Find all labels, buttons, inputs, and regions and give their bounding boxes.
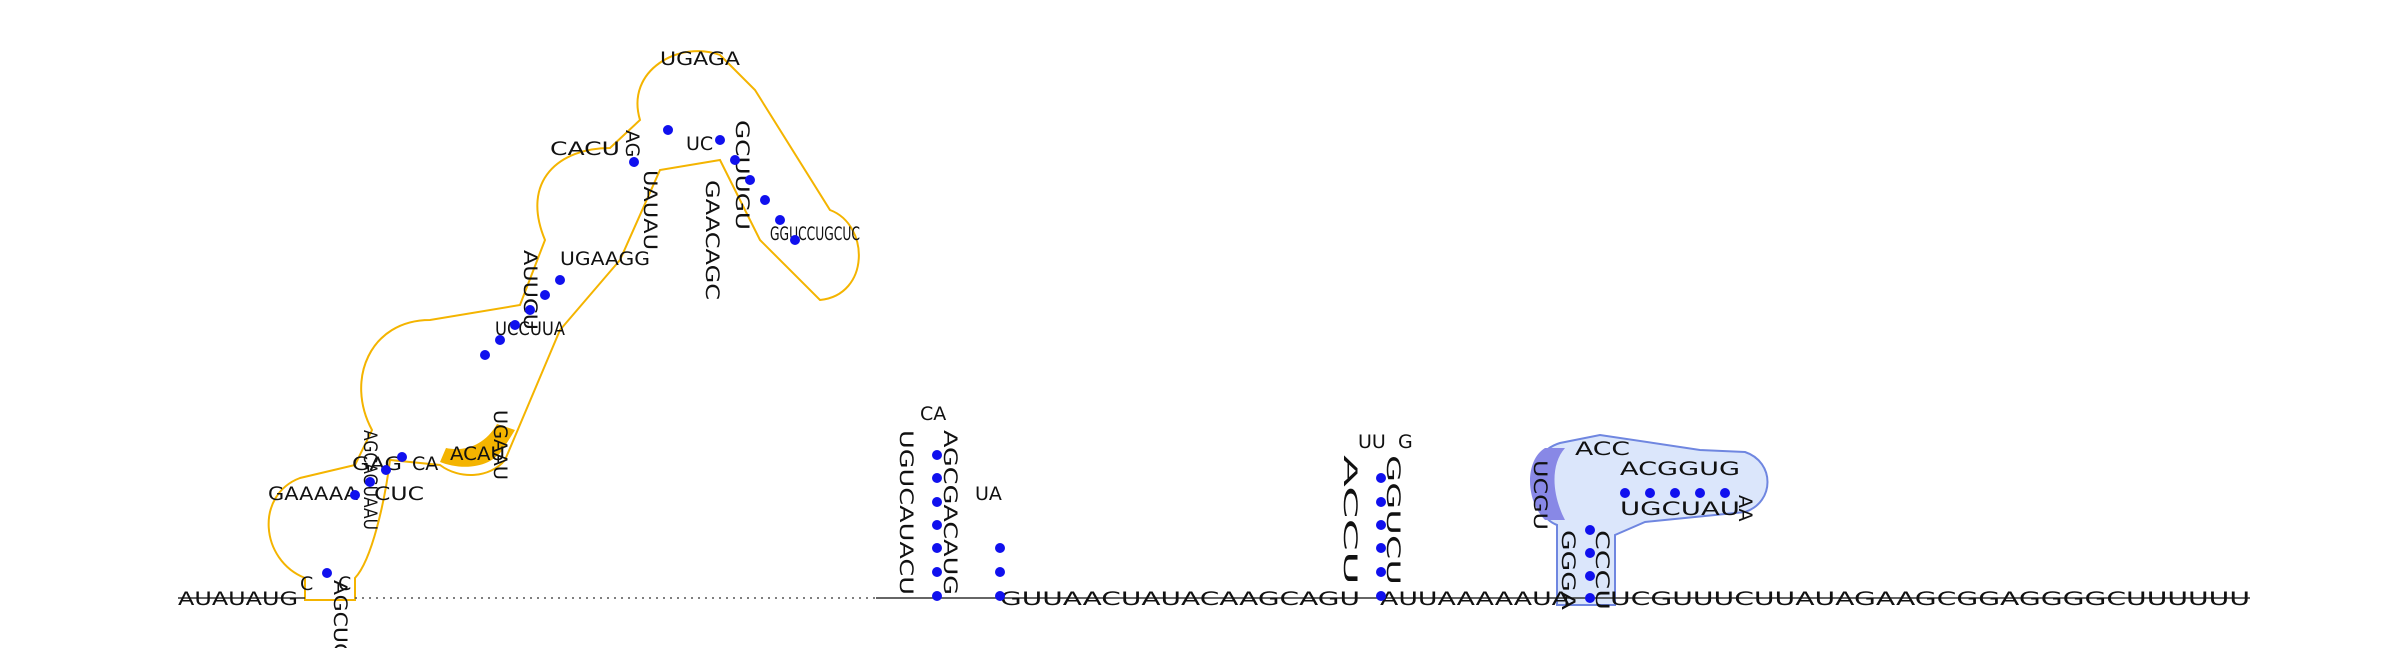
hairpin-2-loop: UU	[1358, 431, 1386, 453]
yellow-stem-h-left: GAACAGC	[701, 180, 723, 300]
hairpin-2-loop-end: G	[1398, 431, 1413, 453]
yellow-helix-b-right: CUC	[374, 483, 424, 505]
yellow-domain-outline	[267, 50, 860, 601]
yellow-stem-f-right: UC	[686, 133, 713, 155]
hairpin-2: ACCU GGUCU UU G	[1339, 431, 1413, 601]
yellow-stem-h-right: GCUUGU	[731, 120, 753, 230]
hairpin-1-loop: CA	[920, 403, 946, 425]
yellow-stem-f-left: AG	[621, 130, 643, 157]
yellow-domain	[267, 50, 860, 601]
blue-stem-left: GGGA	[1557, 530, 1579, 610]
yellow-loop-g: UGAGA	[660, 48, 740, 70]
hairpin-1-loop-2: UA	[975, 483, 1002, 505]
linker-1: GUUAACUAUACAAGCAGU	[1000, 588, 1360, 610]
yellow-stem-base-left: C	[300, 573, 313, 595]
blue-violet-highlight: UCGU	[1529, 460, 1551, 530]
yellow-loop-i: GGUCCUGCUC	[770, 223, 860, 245]
yellow-stem-d-right: UGAAGG	[560, 248, 650, 270]
hairpin-1: UGUCAUACU AGCGACAUG CA UA	[895, 403, 1005, 601]
blue-hairpin-bottom: UGCUAU	[1620, 498, 1740, 520]
hairpin-2-right-arm: GGUCU	[1382, 455, 1404, 585]
hairpin-1-base-pairs	[932, 450, 1005, 601]
linker-2: AUUAAAAAUA	[1380, 588, 1570, 610]
blue-domain-labels: GGGA CCCU UCGU ACC ACGGUG UGCUAU AA	[1529, 438, 1756, 610]
yellow-stem-base-right: C	[338, 573, 351, 595]
blue-domain-base-pairs	[1585, 488, 1730, 603]
blue-loop-top: ACC	[1575, 438, 1630, 460]
yellow-bulge-left-run: CA	[412, 453, 438, 475]
hairpin-1-right-arm: AGCGACAUG	[939, 430, 961, 595]
violet-highlight-arc	[1530, 448, 1565, 520]
hairpin-2-base-pairs	[1376, 473, 1386, 601]
hairpin-2-left-arm: ACCU	[1339, 455, 1361, 585]
blue-hairpin-loop: AA	[1734, 495, 1756, 522]
yellow-loop-a-right: AGCUG	[329, 580, 351, 648]
yellow-highlight-arc	[440, 424, 515, 467]
blue-hairpin-top: ACGGUG	[1620, 458, 1740, 480]
yellow-loop-a: GAAAAA	[268, 483, 358, 505]
yellow-domain-labels: C C GAAAAA AGCUG GAG CUC CA ACAU AGCAGUA…	[268, 48, 860, 648]
yellow-helix-c-right: UGAAU	[489, 410, 511, 480]
sequence-3prime: UCGUUUCUUAUAGAAGCGGAGGGGCUUUUUU	[1610, 588, 2250, 610]
sequence-5prime: AUAUAUG	[178, 588, 298, 610]
yellow-domain-base-pairs	[322, 125, 800, 578]
yellow-bulge-highlight: ACAU	[450, 443, 505, 465]
hairpin-1-left-arm: UGUCAUACU	[895, 430, 917, 595]
blue-domain	[1530, 433, 1769, 606]
yellow-loop-e-right: UAUAU	[639, 170, 661, 250]
yellow-loop-e-top: CACU	[550, 138, 620, 160]
blue-stem-right: CCCU	[1591, 530, 1613, 610]
yellow-loop-e-left: AUUCU	[519, 250, 541, 330]
